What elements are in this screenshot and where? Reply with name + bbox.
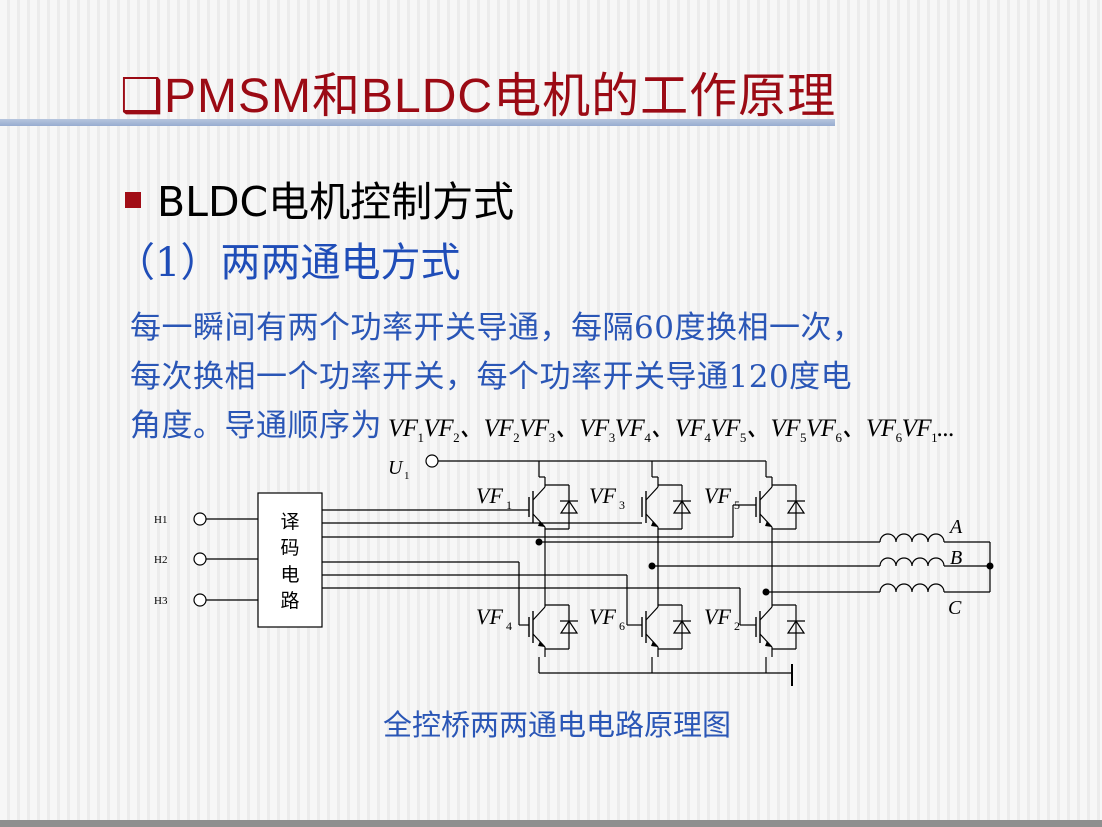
hall-input-label-3: H3: [154, 595, 168, 607]
seq-pair-5-a-sub: 5: [799, 430, 807, 445]
bullet-text: BLDC电机控制方式: [157, 178, 515, 226]
paragraph-line-3-text: 角度。导通顺序为: [130, 408, 382, 444]
bottom-border: [0, 820, 1102, 827]
hall-terminal-3: [193, 593, 207, 607]
seq-pair-4: VF4VF5、: [674, 415, 771, 445]
seq-pair-6-a-sub: 6: [895, 430, 903, 445]
bridge-circuit-diagram: U 1 H1 H2 H3 译 码 电 路: [154, 454, 994, 686]
hall-terminal-1: [193, 512, 207, 526]
conduction-sequence: VF1VF2、VF2VF3、VF3VF4、VF4VF5、VF5VF6、VF6VF…: [388, 415, 955, 445]
seq-pair-1-a-sub: 1: [417, 430, 425, 445]
seq-pair-1-a: VF: [388, 415, 418, 442]
seq-pair-2: VF2VF3、: [483, 415, 580, 445]
paragraph-line-1: 每一瞬间有两个功率开关导通，每隔60度换相一次，: [130, 310, 864, 346]
seq-pair-4-a-sub: 4: [704, 430, 711, 445]
switch-label-vf6-sub: 6: [619, 619, 625, 633]
switch-label-vf6: VF: [589, 604, 616, 629]
node-a: [535, 538, 543, 546]
seq-pair-2-a: VF: [483, 415, 514, 442]
title-underline: [0, 119, 835, 126]
hall-input-label-1: H1: [154, 514, 167, 526]
seq-pair-3-a: VF: [579, 415, 609, 442]
switch-vf4: [528, 596, 579, 658]
seq-pair-5-b: VF: [805, 415, 836, 442]
seq-pair-6-b: VF: [901, 415, 932, 442]
seq-pair-3-sep: 、: [650, 415, 675, 442]
switch-vf6: [641, 596, 692, 658]
winding-c: [879, 583, 945, 593]
seq-pair-6-a: VF: [866, 415, 896, 442]
decoder-box: [257, 492, 323, 628]
node-b: [648, 562, 656, 570]
section-heading: （1）两两通电方式: [115, 240, 461, 286]
seq-pair-5-a: VF: [770, 415, 800, 442]
switch-label-vf2-sub: 2: [734, 619, 740, 633]
seq-pair-6-sep: ...: [937, 415, 955, 442]
seq-pair-5-sep: 、: [841, 415, 867, 442]
seq-pair-2-sep: 、: [554, 415, 580, 442]
winding-b: [879, 557, 945, 567]
seq-pair-4-b: VF: [710, 415, 740, 442]
seq-pair-2-b-sub: 3: [548, 430, 556, 445]
diagram-caption: 全控桥两两通电电路原理图: [383, 708, 732, 742]
switch-label-vf4: VF: [476, 604, 503, 629]
switch-vf2: [755, 596, 806, 658]
description-paragraph: 每一瞬间有两个功率开关导通，每隔60度换相一次， 每次换相一个功率开关，每个功率…: [130, 304, 1000, 462]
node-c: [762, 588, 770, 596]
slide-title: ❑PMSM和BLDC电机的工作原理: [120, 70, 837, 123]
supply-terminal: [425, 454, 439, 468]
supply-label-sub: 1: [404, 470, 410, 482]
seq-pair-4-sep: 、: [745, 415, 771, 442]
switch-vf1: [528, 476, 579, 538]
switch-label-vf1-sub: 1: [506, 498, 512, 512]
seq-pair-3-b-sub: 4: [644, 430, 651, 445]
seq-pair-6-b-sub: 1: [931, 430, 938, 445]
seq-pair-5-b-sub: 6: [835, 430, 843, 445]
paragraph-line-2: 每次换相一个功率开关，每个功率开关导通120度电: [130, 359, 853, 395]
seq-pair-2-a-sub: 2: [513, 430, 520, 445]
winding-a: [879, 533, 945, 543]
decoder-char-2: 码: [280, 537, 299, 559]
phase-label-a: A: [948, 516, 963, 538]
switch-vf3: [641, 476, 692, 538]
hall-terminal-2: [193, 552, 207, 566]
phase-label-c: C: [948, 597, 962, 619]
seq-pair-3-b: VF: [614, 415, 645, 442]
bullet-square-icon: [125, 192, 141, 208]
seq-pair-1-b-sub: 2: [453, 430, 460, 445]
decoder-char-4: 路: [280, 590, 299, 612]
seq-pair-6: VF6VF1...: [866, 415, 955, 445]
supply-label: U: [388, 457, 404, 479]
switch-label-vf2: VF: [704, 604, 731, 629]
decoder-char-1: 译: [280, 511, 299, 533]
seq-pair-2-b: VF: [519, 415, 549, 442]
switch-label-vf1: VF: [476, 483, 503, 508]
seq-pair-3: VF3VF4、: [579, 415, 675, 445]
hall-input-label-2: H2: [154, 554, 167, 566]
switch-vf5: [755, 476, 806, 538]
neutral-node: [986, 562, 994, 570]
phase-label-b: B: [950, 547, 962, 569]
switch-label-vf5: VF: [704, 483, 731, 508]
switch-label-vf5-sub: 5: [734, 498, 740, 512]
seq-pair-3-a-sub: 3: [608, 430, 616, 445]
bullet-item: BLDC电机控制方式: [125, 168, 514, 228]
switch-label-vf3: VF: [589, 483, 616, 508]
seq-pair-1-sep: 、: [459, 415, 484, 442]
seq-pair-4-a: VF: [674, 415, 705, 442]
seq-pair-4-b-sub: 5: [739, 430, 747, 445]
switch-label-vf4-sub: 4: [506, 619, 512, 633]
seq-pair-1-b: VF: [423, 415, 454, 442]
decoder-char-3: 电: [280, 564, 299, 586]
seq-pair-5: VF5VF6、: [770, 415, 867, 445]
switch-label-vf3-sub: 3: [619, 498, 625, 512]
seq-pair-1: VF1VF2、: [388, 415, 484, 445]
